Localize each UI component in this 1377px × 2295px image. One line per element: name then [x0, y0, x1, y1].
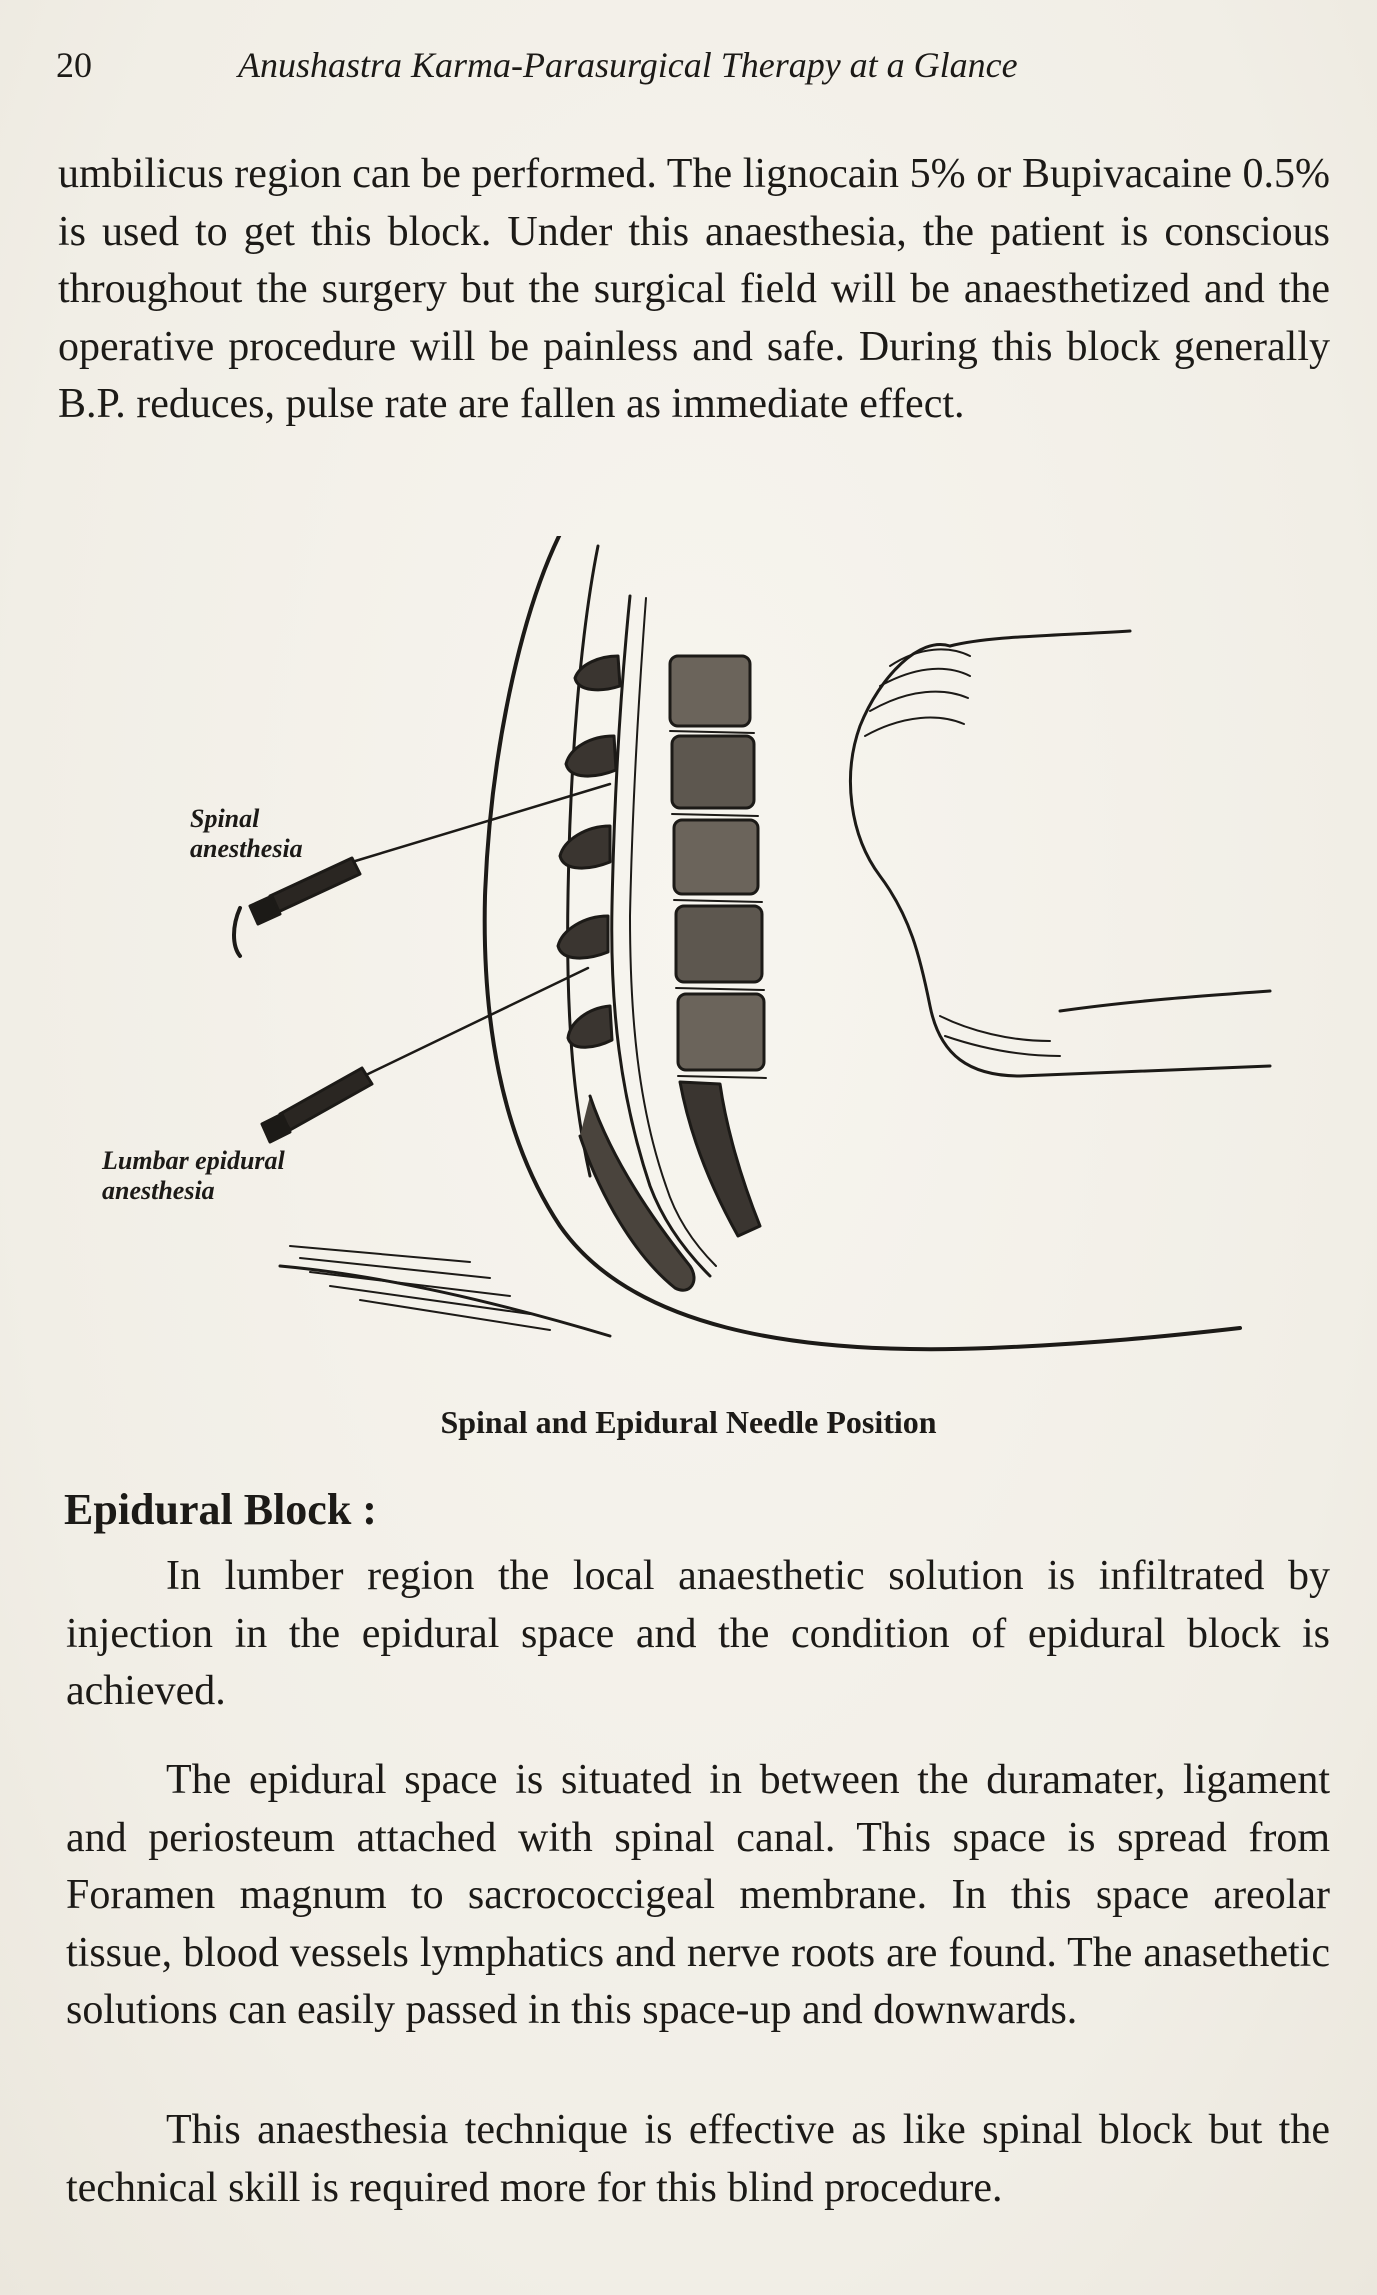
section-heading: Epidural Block :: [64, 1485, 377, 1534]
spinous-processes: [556, 654, 622, 1049]
spine-needle-figure: Spinal anesthesia Lumbar epidural anesth…: [90, 536, 1330, 1396]
page-number: 20: [56, 45, 92, 85]
paragraph-epidural-1: In lumber region the local anaesthetic s…: [66, 1548, 1330, 1721]
page-header: 20 Anushastra Karma-Parasurgical Therapy…: [56, 44, 1316, 94]
paragraph-top: umbilicus region can be performed. The l…: [58, 146, 1330, 434]
buttock-fold: [278, 1264, 612, 1338]
skin-outline: [482, 536, 1242, 1352]
paragraph-epidural-3: This anaesthesia technique is effective …: [66, 2102, 1330, 2217]
label-lumbar-epidural-anesthesia: Lumbar epidural anesthesia: [102, 1146, 285, 1205]
label-spinal-anesthesia: Spinal anesthesia: [190, 804, 303, 863]
running-title: Anushastra Karma-Parasurgical Therapy at…: [238, 45, 1018, 85]
body-outline-right: [849, 643, 1272, 1078]
vertebral-bodies: [668, 654, 766, 1238]
spinal-canal-outline: [566, 544, 600, 1178]
spine-illustration: [232, 536, 1272, 1352]
figure-caption: Spinal and Epidural Needle Position: [440, 1404, 937, 1440]
spinal-cord: [610, 594, 712, 1278]
paragraph-text: umbilicus region can be performed. The l…: [58, 151, 1330, 428]
paragraph-text: The epidural space is situated in betwee…: [66, 1757, 1330, 2034]
paragraph-epidural-2: The epidural space is situated in betwee…: [66, 1752, 1330, 2040]
spinal-needle: [232, 782, 612, 958]
epidural-needle: [260, 966, 590, 1144]
paragraph-text: In lumber region the local anaesthetic s…: [66, 1553, 1330, 1715]
paragraph-text: This anaesthesia technique is effective …: [66, 2107, 1330, 2211]
sacrum: [578, 1094, 696, 1292]
